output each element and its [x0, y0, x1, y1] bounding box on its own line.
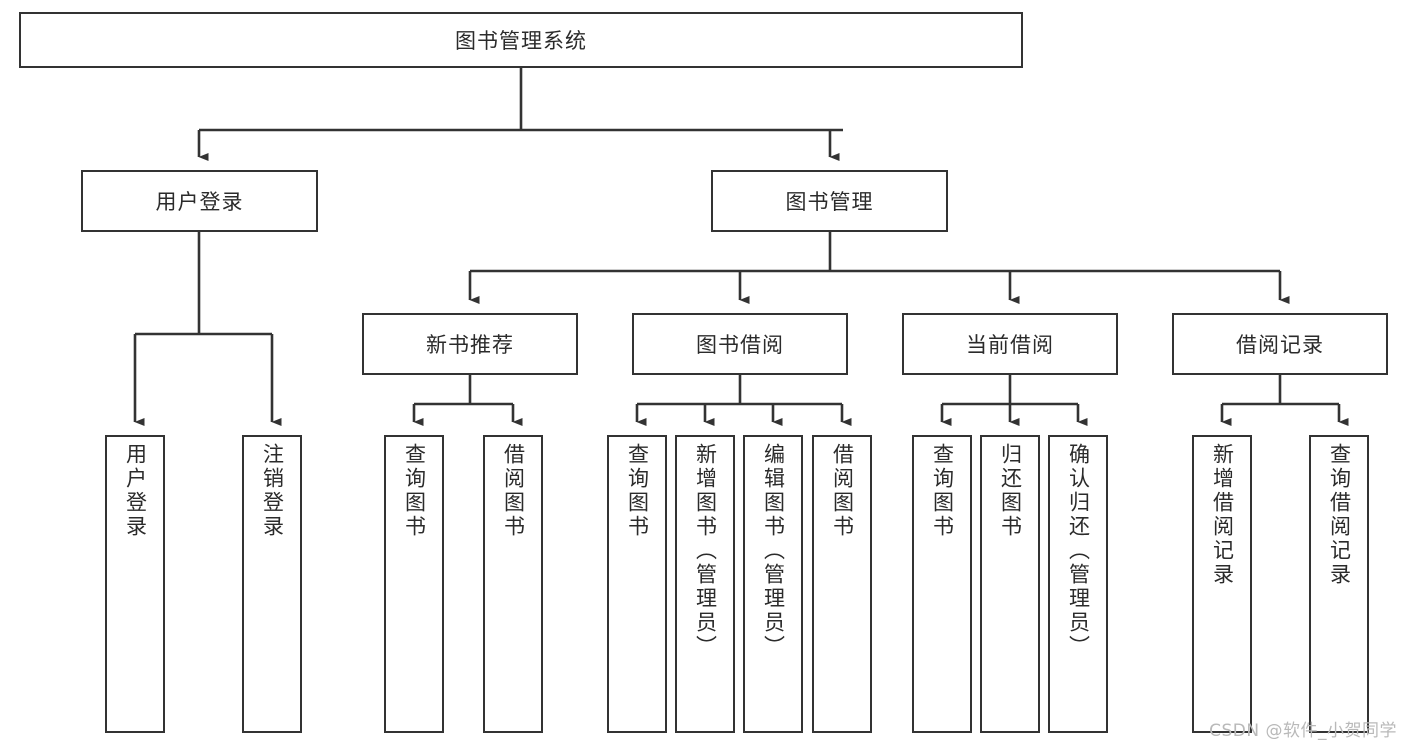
node-borrow-record-label: 借阅记录: [1236, 333, 1324, 357]
node-user-login-label: 用户登录: [155, 190, 244, 214]
node-leaf-query-book-2-label: 查询图书: [625, 443, 650, 539]
node-leaf-query-book-2[interactable]: 查询图书: [607, 435, 667, 733]
node-root[interactable]: 图书管理系统: [19, 12, 1023, 68]
node-leaf-logout-login-label: 注销登录: [260, 443, 285, 539]
node-leaf-query-book-3[interactable]: 查询图书: [912, 435, 972, 733]
node-leaf-user-login-label: 用户登录: [123, 443, 148, 539]
node-leaf-return-book-label: 归还图书: [998, 443, 1023, 539]
node-leaf-return-book[interactable]: 归还图书: [980, 435, 1040, 733]
node-leaf-add-record-label: 新增借阅记录: [1210, 443, 1235, 587]
node-leaf-confirm-return-label: 确认归还（管理员）: [1066, 443, 1091, 659]
node-user-login[interactable]: 用户登录: [81, 170, 318, 232]
node-leaf-logout-login[interactable]: 注销登录: [242, 435, 302, 733]
node-leaf-query-book-1[interactable]: 查询图书: [384, 435, 444, 733]
node-root-label: 图书管理系统: [455, 29, 587, 53]
node-leaf-query-record-label: 查询借阅记录: [1327, 443, 1352, 587]
node-leaf-borrow-book-1[interactable]: 借阅图书: [483, 435, 543, 733]
node-leaf-borrow-book-2[interactable]: 借阅图书: [812, 435, 872, 733]
node-leaf-query-record[interactable]: 查询借阅记录: [1309, 435, 1369, 733]
node-borrow-record[interactable]: 借阅记录: [1172, 313, 1388, 375]
node-book-borrow[interactable]: 图书借阅: [632, 313, 848, 375]
node-leaf-query-book-1-label: 查询图书: [402, 443, 427, 539]
node-leaf-add-book-label: 新增图书（管理员）: [693, 443, 718, 659]
node-book-manage[interactable]: 图书管理: [711, 170, 948, 232]
node-leaf-add-record[interactable]: 新增借阅记录: [1192, 435, 1252, 733]
node-book-manage-label: 图书管理: [785, 190, 874, 214]
node-leaf-edit-book-label: 编辑图书（管理员）: [761, 443, 786, 659]
node-book-borrow-label: 图书借阅: [696, 333, 784, 357]
node-new-book-rec-label: 新书推荐: [426, 333, 514, 357]
node-current-borrow[interactable]: 当前借阅: [902, 313, 1118, 375]
node-leaf-add-book[interactable]: 新增图书（管理员）: [675, 435, 735, 733]
node-leaf-user-login[interactable]: 用户登录: [105, 435, 165, 733]
csdn-watermark: CSDN @软件_小贺同学: [1209, 721, 1397, 741]
node-leaf-borrow-book-1-label: 借阅图书: [501, 443, 526, 539]
node-leaf-edit-book[interactable]: 编辑图书（管理员）: [743, 435, 803, 733]
node-new-book-rec[interactable]: 新书推荐: [362, 313, 578, 375]
node-current-borrow-label: 当前借阅: [966, 333, 1054, 357]
node-leaf-query-book-3-label: 查询图书: [930, 443, 955, 539]
node-leaf-borrow-book-2-label: 借阅图书: [830, 443, 855, 539]
node-leaf-confirm-return[interactable]: 确认归还（管理员）: [1048, 435, 1108, 733]
